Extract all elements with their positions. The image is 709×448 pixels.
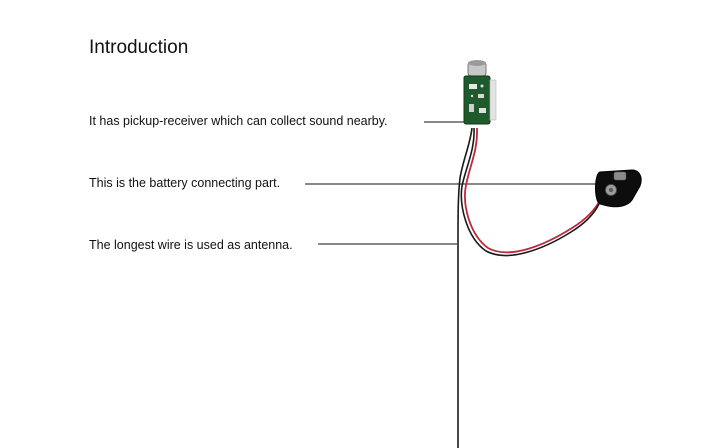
battery-wire-black xyxy=(460,127,600,257)
antenna-wire xyxy=(457,127,473,448)
battery-wire-red xyxy=(464,127,601,254)
callout-antenna-wire: The longest wire is used as antenna. xyxy=(89,238,293,252)
page-title: Introduction xyxy=(89,37,189,58)
callout-battery-connector: This is the battery connecting part. xyxy=(89,176,281,190)
pickup-receiver-module xyxy=(463,75,491,125)
battery-clip xyxy=(595,169,642,208)
callout-pickup-receiver: It has pickup-receiver which can collect… xyxy=(89,114,388,128)
